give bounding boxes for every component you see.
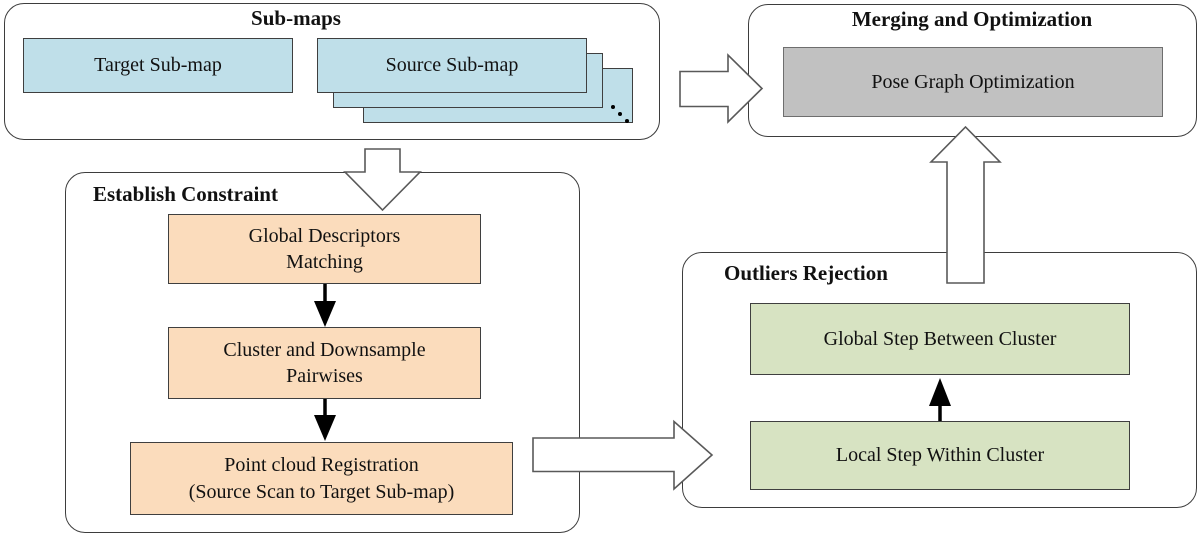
source-submap-label: Source Sub-map	[385, 54, 519, 77]
cluster-downsample-node: Cluster and Downsample Pairwises	[168, 327, 481, 399]
step-label-line: Global Descriptors	[248, 224, 401, 247]
step-label-line: Pairwises	[286, 365, 363, 387]
pose-graph-optimization-node: Pose Graph Optimization	[783, 47, 1163, 117]
step-label-line: Matching	[286, 251, 363, 273]
step-label-line: (Source Scan to Target Sub-map)	[188, 480, 455, 503]
merging-group-title: Merging and Optimization	[851, 7, 1093, 31]
global-descriptors-matching-node: Global Descriptors Matching	[168, 214, 481, 284]
outliers-rejection-title: Outliers Rejection	[724, 261, 888, 285]
local-step-node: Local Step Within Cluster	[750, 421, 1130, 490]
establish-constraint-title: Establish Constraint	[93, 182, 278, 206]
step-label-line: Point cloud Registration	[224, 454, 419, 477]
local-step-label: Local Step Within Cluster	[835, 444, 1045, 467]
target-submap-node: Target Sub-map	[23, 38, 293, 93]
step-label-line: Cluster and Downsample	[223, 338, 426, 361]
global-step-label: Global Step Between Cluster	[823, 327, 1057, 350]
global-step-node: Global Step Between Cluster	[750, 303, 1130, 375]
point-cloud-registration-node: Point cloud Registration (Source Scan to…	[130, 442, 513, 515]
pose-graph-optimization-label: Pose Graph Optimization	[871, 70, 1075, 93]
target-submap-label: Target Sub-map	[94, 54, 222, 77]
source-submap-node: Source Sub-map	[317, 38, 587, 93]
submaps-group-title: Sub-maps	[251, 6, 341, 30]
